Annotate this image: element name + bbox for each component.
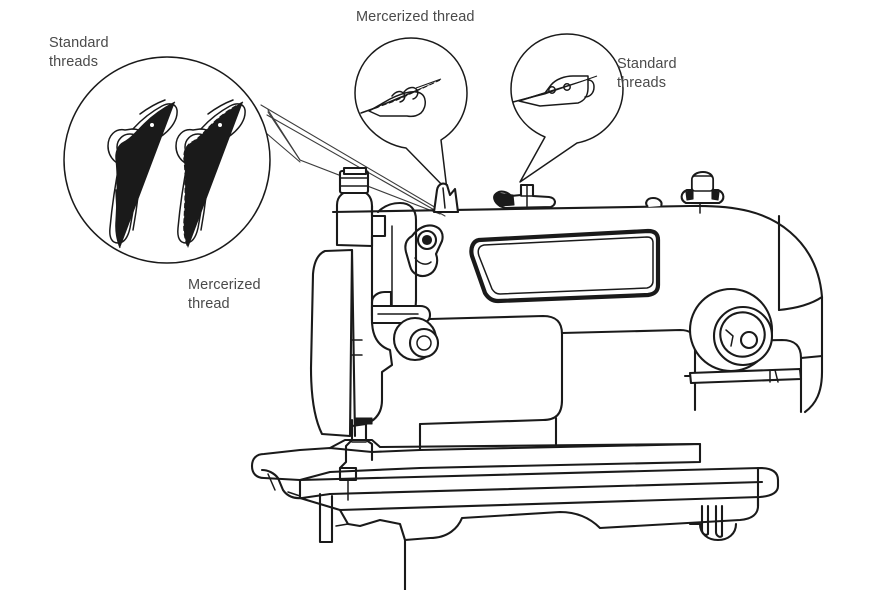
under-table-fittings [318,466,760,544]
spool-pin [493,183,556,210]
thread-guide-standard-art [512,75,598,107]
right-detail-balloon [510,33,624,183]
label-left-standard-threads: Standard threads [49,35,109,70]
stitch-length-dial [392,316,440,362]
leader-lines [258,104,446,217]
machine-arm [331,204,824,414]
upper-thread-guide [432,182,460,214]
label-top-mercerized-thread: Mercerized thread [356,9,475,25]
take-up-lever-mercerized [175,99,246,249]
thread-tension-dial [404,224,444,278]
belt-guard-bar [688,367,803,385]
label-left-mercerized-thread: Mercerized thread [188,277,261,312]
needle-bar-presser-foot [338,417,374,501]
arm-window-panel [469,228,661,304]
label-right-standard-threads: Standard threads [617,56,677,91]
take-up-lever-standard [107,99,178,249]
left-detail-circle [63,56,271,264]
thread-guide-mercerized-art [360,78,442,118]
center-detail-balloon [354,37,468,191]
take-up-lever-cover [335,166,374,248]
sewing-machine [250,166,824,590]
face-plate [309,248,363,438]
arm-small-knob [645,196,663,208]
machine-front-lower-edge [418,416,558,452]
oil-sight-cap [680,170,725,214]
hand-wheel [688,287,774,373]
bed-plate [250,438,702,500]
